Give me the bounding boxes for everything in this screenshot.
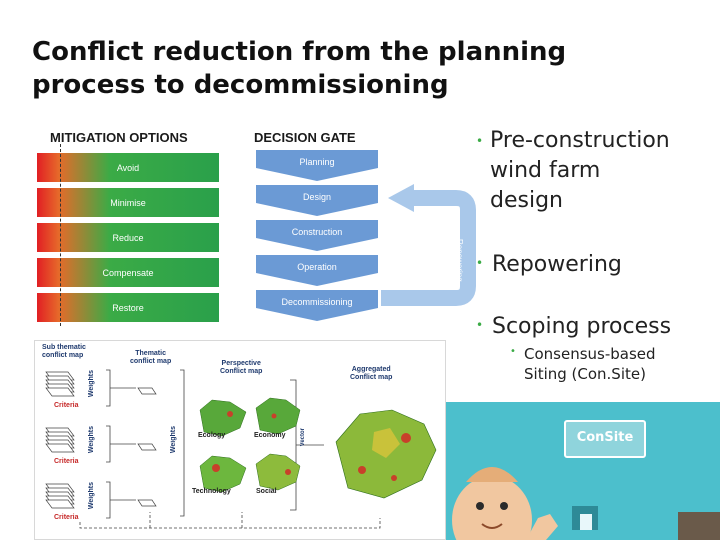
- thematic-label: Thematic conflict map: [130, 350, 172, 365]
- map-label-technology: Technology: [192, 488, 231, 495]
- criteria-label: Criteria: [54, 402, 79, 409]
- decision-gate-header: DECISION GATE: [254, 130, 356, 145]
- gate-label: Design: [302, 192, 331, 202]
- bullet-dot: •: [476, 256, 484, 270]
- gate-label: Decommissioning: [281, 297, 353, 307]
- bullet-item: Repowering: [492, 252, 622, 277]
- gate-label: Construction: [291, 227, 343, 237]
- gate-design: Design: [254, 185, 380, 217]
- perspective-label: Perspective Conflict map: [220, 360, 263, 375]
- conflict-map-drawing: [34, 340, 446, 540]
- consite-sign: ConSite: [564, 420, 646, 458]
- gate-label: Planning: [299, 157, 335, 167]
- option-minimise: Minimise: [37, 188, 219, 217]
- repowering-label: Repowering: [455, 238, 464, 282]
- bullet-dot: •: [476, 134, 484, 148]
- map-label-economy: Economy: [254, 432, 286, 439]
- gate-label: Operation: [297, 262, 337, 272]
- sub-bullet-item: Consensus-based Siting (Con.Site): [524, 345, 656, 383]
- option-avoid: Avoid: [37, 153, 219, 182]
- consite-sign-text: ConSite: [576, 430, 634, 445]
- consite-cartoon: ConSite: [446, 402, 720, 540]
- weights-label: Weights: [170, 426, 177, 454]
- gate-construction: Construction: [254, 220, 380, 252]
- dashed-marker-line: [60, 144, 61, 326]
- repowering-loop-arrow: [381, 184, 476, 306]
- gate-operation: Operation: [254, 255, 380, 287]
- vector-label: Vector: [300, 428, 306, 447]
- slide-title: Conflict reduction from the planning pro…: [32, 37, 567, 100]
- aggregated-label: Aggregated Conflict map: [350, 366, 393, 381]
- option-reduce: Reduce: [37, 223, 219, 252]
- sub-thematic-label: Sub thematic conflict map: [42, 344, 86, 359]
- gate-decommissioning: Decommissioning: [254, 290, 380, 322]
- bullet-dot: •: [476, 318, 484, 332]
- conflict-map-figure: Sub thematic conflict map Thematic confl…: [34, 340, 446, 540]
- bullet-dot: •: [510, 346, 516, 357]
- criteria-label: Criteria: [54, 514, 79, 521]
- criteria-label: Criteria: [54, 458, 79, 465]
- option-compensate: Compensate: [37, 258, 219, 287]
- map-label-social: Social: [256, 488, 277, 495]
- mitigation-figure: Repowering MITIGATION OPTIONS DECISION G…: [36, 126, 476, 326]
- mitigation-options-header: MITIGATION OPTIONS: [50, 130, 188, 145]
- weights-label: Weights: [88, 482, 95, 510]
- weights-label: Weights: [88, 370, 95, 398]
- bullet-item: Scoping process: [492, 314, 672, 339]
- gate-planning: Planning: [254, 150, 380, 182]
- bullet-item: Pre-construction wind farm design: [490, 128, 670, 213]
- weights-label: Weights: [88, 426, 95, 454]
- map-label-ecology: Ecology: [198, 432, 226, 439]
- option-restore: Restore: [37, 293, 219, 322]
